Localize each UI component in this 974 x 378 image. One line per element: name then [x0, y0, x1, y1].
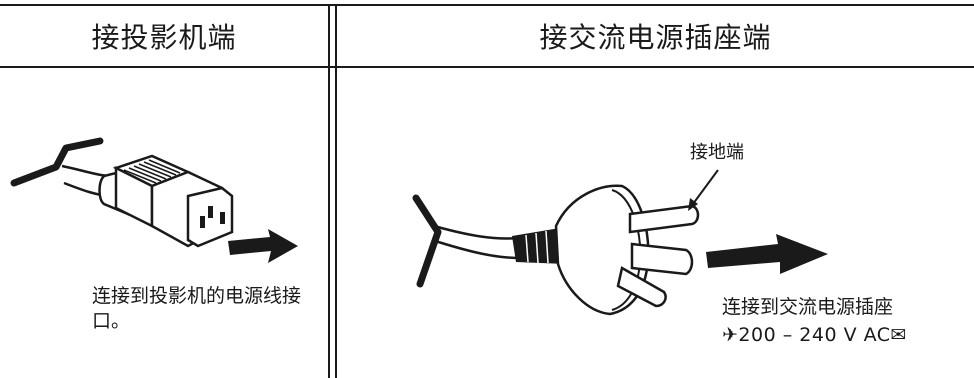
- voltage-spec: ✈200 – 240 V AC✉: [722, 324, 907, 346]
- socket-hole-3: [220, 212, 225, 224]
- ground-pointer-head: [688, 198, 698, 211]
- socket-hole-1: [200, 216, 205, 228]
- plug-cable: [431, 224, 521, 260]
- plug-cable-break-mark: [412, 194, 442, 288]
- column-divider-left: [328, 4, 330, 378]
- table-top-border: [0, 4, 974, 6]
- projector-caption: 连接到投影机的电源线接口。: [92, 285, 302, 332]
- iec-connector-illustration: [10, 137, 298, 263]
- ground-label: 接地端: [690, 142, 744, 163]
- pin-middle: [630, 242, 694, 276]
- insert-arrow-right: [706, 234, 828, 274]
- plug-illustration: [412, 169, 828, 316]
- header-outlet-end: 接交流电源插座端: [539, 21, 772, 54]
- insert-arrow-left: [228, 229, 298, 263]
- column-divider-right: [335, 4, 337, 378]
- socket-hole-2: [208, 206, 213, 218]
- grip-lines: [123, 159, 181, 184]
- outlet-caption: 连接到交流电源插座: [722, 296, 894, 318]
- header-bottom-border: [0, 66, 974, 68]
- header-projector-end: 接投影机端: [91, 21, 237, 54]
- cable-break-mark: [10, 137, 104, 187]
- pin-bottom: [616, 266, 667, 308]
- strain-relief-rings: [525, 230, 549, 264]
